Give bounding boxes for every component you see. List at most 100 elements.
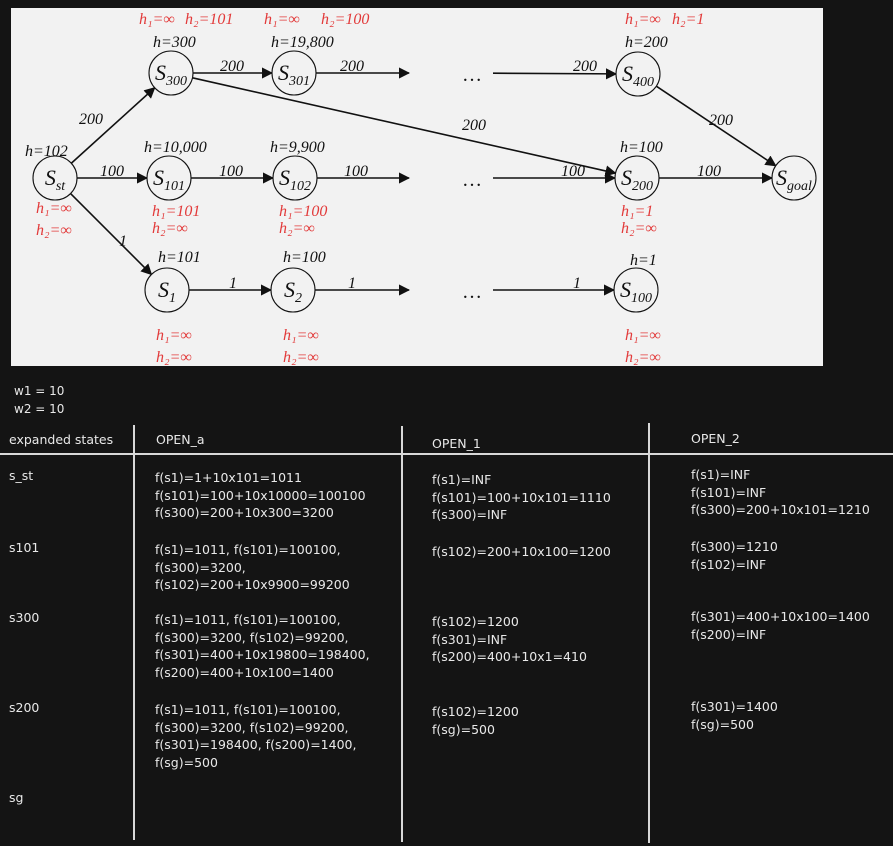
cell-line: f(s300)=1210 [691, 539, 778, 554]
node-sgoal [771, 155, 817, 201]
cell-line: f(s300)=INF [432, 507, 508, 522]
cell-line: f(s300)=3200, [155, 559, 246, 575]
h2-sst: h₂=∞ [36, 222, 72, 239]
cell-line: f(s102)=INF [691, 556, 767, 572]
cell-line: f(s200)=INF [691, 626, 767, 642]
heuristic-s300: h=300 [153, 34, 196, 51]
edge-weight-sst-s101: 100 [100, 163, 124, 180]
cell-line: f(s101)=100+10x10000=100100 [155, 487, 366, 503]
node-s100 [613, 267, 659, 313]
cell-s101-open_1: f(s102)=200+10x100=1200 [432, 543, 611, 561]
h2-s1: h₂=∞ [156, 349, 192, 366]
column-divider-2 [401, 426, 403, 842]
h2-s300: h₂=101 [185, 11, 233, 28]
node-s400 [615, 51, 661, 97]
node-s300 [148, 50, 194, 96]
cell-line: f(s1)=INF [691, 467, 751, 482]
row-state-s300: s300 [9, 610, 40, 625]
edge-weight-dots_bot-s100: 1 [573, 275, 581, 292]
edge-weight-s102-dots_mid: 100 [344, 163, 368, 180]
h2-s2: h₂=∞ [283, 349, 319, 366]
weight-w2: w2 = 10 [14, 402, 65, 416]
cell-line: f(s300)=3200, f(s102)=99200, [155, 719, 349, 735]
h1-s100: h₁=∞ [625, 327, 661, 344]
cell-line: f(s301)=400+10x100=1400 [691, 609, 870, 624]
heuristic-s1: h=101 [158, 249, 201, 266]
h1-s2: h₁=∞ [283, 327, 319, 344]
node-label-sgoal: Sgoal [776, 165, 812, 194]
node-s102 [272, 155, 318, 201]
node-label-s1: S1 [158, 277, 176, 306]
cell-s200-open_a: f(s1)=1011, f(s101)=100100, f(s300)=3200,… [155, 701, 356, 771]
cell-s101-open_a: f(s1)=1011, f(s101)=100100, f(s300)=3200,… [155, 541, 350, 594]
edge-weight-s301-dots_top: 200 [340, 58, 364, 75]
row-state-sg: sg [9, 790, 24, 805]
node-s301 [271, 50, 317, 96]
cell-line: f(s200)=400+10x1=410 [432, 649, 587, 664]
cell-line: f(s200)=400+10x100=1400 [155, 664, 334, 680]
edge-s400-sgoal [655, 85, 777, 167]
cell-line: f(s101)=100+10x101=1110 [432, 489, 611, 505]
heuristic-s102: h=9,900 [270, 139, 325, 156]
heuristic-s301: h=19,800 [271, 34, 334, 51]
cell-line: f(s1)=1011, f(s101)=100100, [155, 612, 341, 627]
h1-s1: h₁=∞ [156, 327, 192, 344]
node-s2 [270, 267, 316, 313]
edge-s300-s200 [192, 77, 617, 177]
h2-s102: h₂=∞ [279, 220, 315, 237]
cell-line: f(s102)=200+10x9900=99200 [155, 577, 350, 592]
node-sst [32, 155, 78, 201]
edge-weight-s200-sgoal: 100 [697, 163, 721, 180]
node-label-s400: S400 [622, 61, 654, 90]
heuristic-s100: h=1 [630, 252, 657, 269]
h1-sst: h₁=∞ [36, 200, 72, 217]
cell-line: f(s1)=1011, f(s101)=100100, [155, 702, 341, 717]
cell-line: f(s300)=3200, f(s102)=99200, [155, 629, 349, 645]
weight-w1: w1 = 10 [14, 384, 65, 398]
node-s1 [144, 267, 190, 313]
h1-s101: h₁=101 [152, 203, 200, 220]
cell-line: f(s1)=1+10x101=1011 [155, 470, 302, 485]
node-s101 [146, 155, 192, 201]
h2-s400: h₂=1 [672, 11, 704, 28]
cell-line: f(s301)=198400, f(s200)=1400, [155, 737, 357, 752]
ellipsis-dots_top: … [462, 64, 482, 86]
header-open-2: OPEN_2 [691, 431, 740, 446]
edge-weight-s300-s200: 200 [462, 117, 486, 134]
header-expanded-states: expanded states [9, 432, 114, 447]
cell-line: f(s102)=1200 [432, 614, 519, 629]
cell-line: f(s102)=200+10x100=1200 [432, 544, 611, 559]
node-label-s101: S101 [153, 165, 185, 194]
edge-weight-sst-s1: 1 [119, 233, 127, 250]
node-label-s2: S2 [284, 277, 302, 306]
cell-line: f(s1)=1011, f(s101)=100100, [155, 542, 341, 557]
heuristic-s400: h=200 [625, 34, 668, 51]
node-label-sst: Sst [45, 165, 66, 194]
node-label-s102: S102 [279, 165, 311, 194]
heuristic-s101: h=10,000 [144, 139, 207, 156]
cell-line: f(s1)=INF [432, 472, 492, 487]
cell-s300-open_a: f(s1)=1011, f(s101)=100100, f(s300)=3200,… [155, 611, 370, 681]
column-divider-3 [648, 423, 650, 843]
edge-weight-dots_top-s400: 200 [573, 58, 597, 75]
h1-s102: h₁=100 [279, 203, 327, 220]
edge-weight-s2-dots_bot: 1 [348, 275, 356, 292]
row-state-s101: s101 [9, 540, 40, 555]
edge-weight-s101-s102: 100 [219, 163, 243, 180]
edge-weight-s300-s301: 200 [220, 58, 244, 75]
h1-s400: h₁=∞ [625, 11, 661, 28]
cell-line: f(s300)=200+10x300=3200 [155, 505, 334, 520]
heuristic-s2: h=100 [283, 249, 326, 266]
heuristic-sst: h=102 [25, 143, 68, 160]
cell-line: f(s301)=400+10x19800=198400, [155, 647, 370, 662]
node-label-s300: S300 [155, 60, 187, 89]
node-label-s100: S100 [620, 277, 652, 306]
cell-line: f(sg)=500 [432, 721, 495, 737]
edge-sst-s1 [69, 192, 153, 276]
